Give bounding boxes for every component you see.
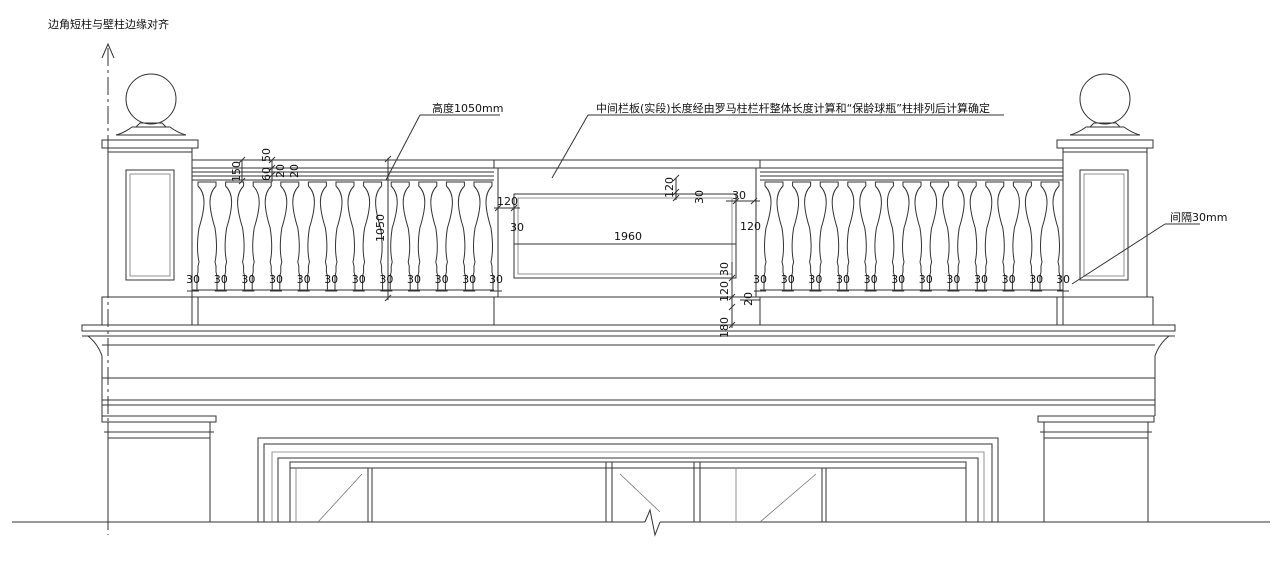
baluster	[1039, 181, 1061, 291]
leader-lines	[385, 114, 1200, 285]
baluster-gap-label: 30	[781, 273, 795, 286]
left-pedestal-post	[101, 73, 199, 326]
ground-line	[12, 508, 1270, 537]
dim-base-180: 180	[718, 317, 731, 338]
baluster	[224, 181, 246, 291]
baluster-gap-label: 30	[297, 273, 311, 286]
baluster-gap-label: 30	[462, 273, 476, 286]
baluster-gap-label: 30	[836, 273, 850, 286]
baluster	[472, 181, 494, 291]
baluster-gap-label: 30	[919, 273, 933, 286]
baluster-gap-label: 30	[1029, 273, 1043, 286]
dim-total-height: 1050	[374, 214, 387, 242]
dim-panel-bottom-30: 30	[718, 262, 731, 276]
door-frame	[257, 437, 999, 523]
baluster	[196, 181, 218, 291]
baluster	[444, 181, 466, 291]
right-pedestal-post	[1056, 73, 1154, 326]
baluster	[956, 181, 978, 291]
dim-rail-20b: 20	[288, 164, 301, 178]
baluster	[984, 181, 1006, 291]
baluster	[1011, 181, 1033, 291]
baluster-gap-label: 30	[435, 273, 449, 286]
dim-rail-60: 60	[260, 167, 273, 181]
dim-rail-50: 50	[260, 148, 273, 162]
dim-panel-right-120: 120	[740, 220, 761, 233]
spacing-note: 间隔30mm	[1170, 211, 1227, 224]
baluster-gap-label: 30	[407, 273, 421, 286]
right-baluster-group	[763, 181, 1061, 291]
left-wall-pilaster	[101, 415, 217, 522]
baluster	[846, 181, 868, 291]
baluster-gap-label: 30	[324, 273, 338, 286]
baluster-gap-label: 30	[1002, 273, 1016, 286]
baluster-gap-label: 30	[946, 273, 960, 286]
right-wall-pilaster	[1037, 415, 1155, 522]
baluster-gap-dimensions: 30 30 30 30 30 30 30 30 30 30 30 30 30 30 30 30 30 30 30 30…	[186, 273, 1070, 292]
baluster	[417, 181, 439, 291]
baluster-gap-label: 30	[1056, 273, 1070, 286]
dim-panel-top-120: 120	[663, 177, 676, 198]
dim-rail-150: 150	[230, 161, 243, 182]
baluster-gap-label: 30	[974, 273, 988, 286]
baluster	[389, 181, 411, 291]
baluster	[929, 181, 951, 291]
baluster-gap-label: 30	[269, 273, 283, 286]
baluster-gap-label: 30	[241, 273, 255, 286]
baluster	[306, 181, 328, 291]
dim-rail-20a: 20	[274, 164, 287, 178]
baluster-gap-label: 30	[808, 273, 822, 286]
baluster	[362, 181, 384, 291]
dim-panel-bottom-120: 120	[718, 281, 731, 302]
baluster	[279, 181, 301, 291]
baluster	[901, 181, 923, 291]
baluster	[251, 181, 273, 291]
cornice	[81, 324, 1176, 416]
right-handrail	[759, 159, 1064, 181]
baluster-gap-label: 30	[891, 273, 905, 286]
baluster-gap-label: 30	[214, 273, 228, 286]
baluster-gap-label: 30	[379, 273, 393, 286]
baluster	[763, 181, 785, 291]
baluster-gap-label: 30	[352, 273, 366, 286]
baluster	[791, 181, 813, 291]
corner-alignment-note: 边角短柱与壁柱边缘对齐	[48, 17, 169, 31]
dim-panel-top-30: 30	[693, 190, 706, 204]
dimension-lines	[238, 155, 760, 329]
dim-panel-width: 1960	[614, 230, 642, 243]
dim-panel-bottom-20: 20	[742, 292, 755, 306]
dim-panel-right-30: 30	[732, 189, 746, 202]
height-note: 高度1050mm	[432, 101, 503, 115]
baluster-gap-label: 30	[186, 273, 200, 286]
dim-panel-left-30: 30	[510, 221, 524, 234]
baluster-gap-label: 30	[489, 273, 503, 286]
baluster-gap-label: 30	[864, 273, 878, 286]
baluster	[334, 181, 356, 291]
baluster	[818, 181, 840, 291]
dim-panel-left-120: 120	[497, 195, 518, 208]
baluster	[873, 181, 895, 291]
baluster-gap-label: 30	[753, 273, 767, 286]
bottom-rails	[191, 289, 1064, 326]
left-baluster-group	[196, 181, 494, 291]
middle-panel-note: 中间栏板(实段)长度经由罗马柱栏杆整体长度计算和“保龄球瓶”柱排列后计算确定	[596, 101, 990, 115]
